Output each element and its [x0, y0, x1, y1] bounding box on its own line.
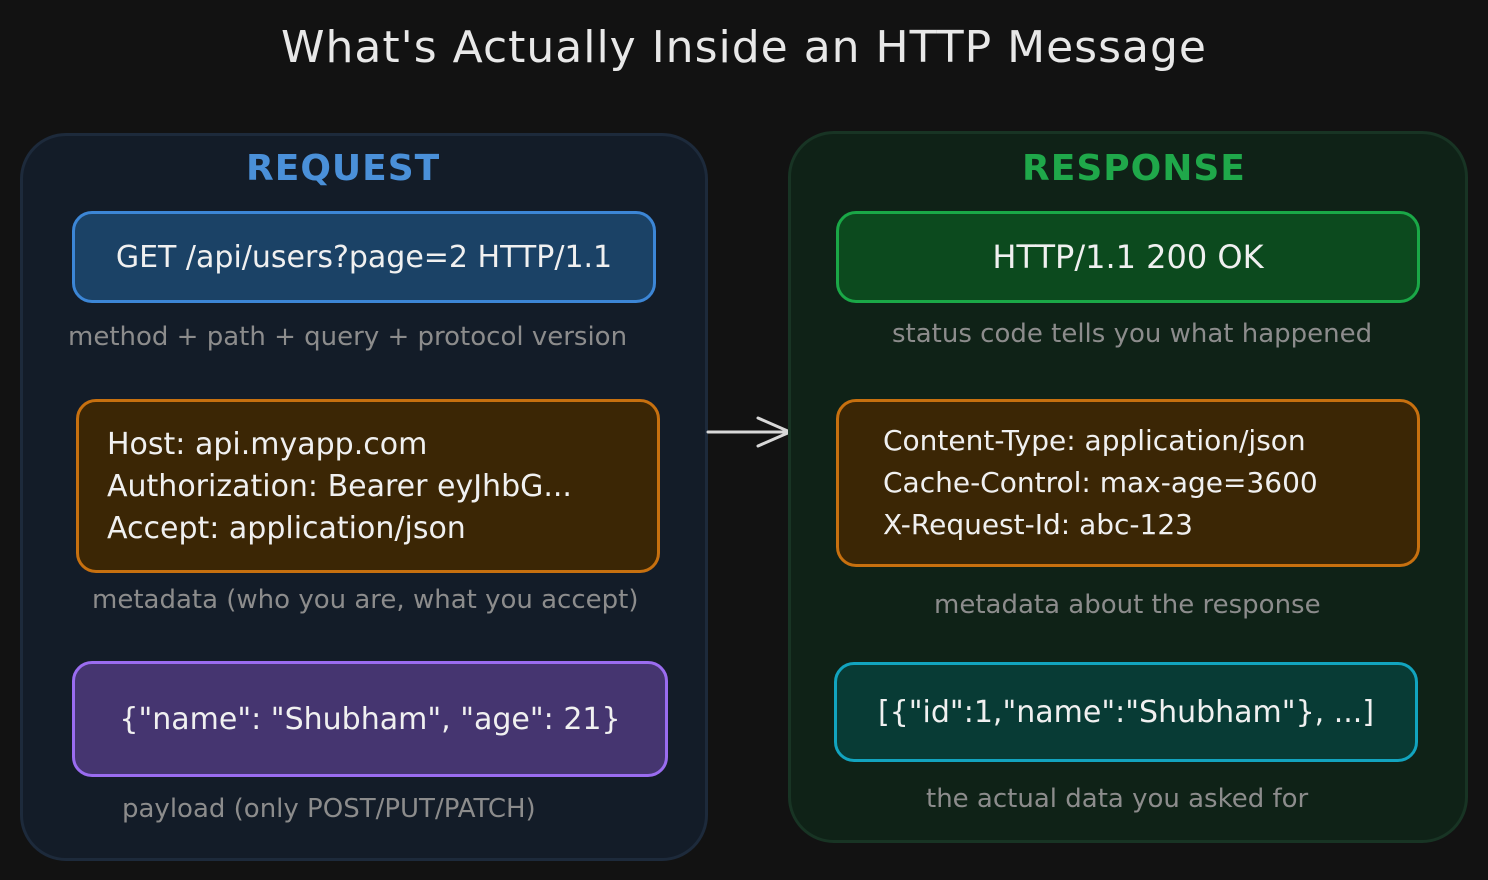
status-line-caption: status code tells you what happened [892, 319, 1373, 349]
request-header-line: Accept: application/json [107, 511, 466, 546]
arrow-right-icon [706, 416, 792, 448]
request-body-text: {"name": "Shubham", "age": 21} [119, 701, 621, 737]
response-header-line: Cache-Control: max-age=3600 [883, 466, 1318, 499]
diagram-title: What's Actually Inside an HTTP Message [281, 22, 1207, 73]
response-headers-caption: metadata about the response [934, 590, 1321, 620]
status-line-box: HTTP/1.1 200 OK [836, 211, 1420, 303]
request-line-caption: method + path + query + protocol version [68, 322, 628, 352]
response-body-text: [{"id":1,"name":"Shubham"}, ...] [877, 694, 1375, 730]
response-header-line: X-Request-Id: abc-123 [883, 508, 1193, 541]
response-body-box: [{"id":1,"name":"Shubham"}, ...] [834, 662, 1418, 762]
request-headers-box: Host: api.myapp.com Authorization: Beare… [76, 399, 660, 573]
request-body-caption: payload (only POST/PUT/PATCH) [122, 794, 536, 824]
request-header-line: Host: api.myapp.com [107, 427, 428, 462]
request-header-line: Authorization: Bearer eyJhbG... [107, 469, 572, 504]
request-heading: REQUEST [246, 148, 441, 189]
request-body-box: {"name": "Shubham", "age": 21} [72, 661, 668, 777]
request-line-text: GET /api/users?page=2 HTTP/1.1 [115, 239, 613, 275]
request-line-box: GET /api/users?page=2 HTTP/1.1 [72, 211, 656, 303]
status-line-text: HTTP/1.1 200 OK [992, 238, 1264, 276]
response-heading: RESPONSE [1022, 148, 1246, 189]
request-headers-caption: metadata (who you are, what you accept) [92, 585, 639, 615]
response-headers-box: Content-Type: application/json Cache-Con… [836, 399, 1420, 567]
response-body-caption: the actual data you asked for [926, 784, 1309, 814]
response-header-line: Content-Type: application/json [883, 424, 1306, 457]
